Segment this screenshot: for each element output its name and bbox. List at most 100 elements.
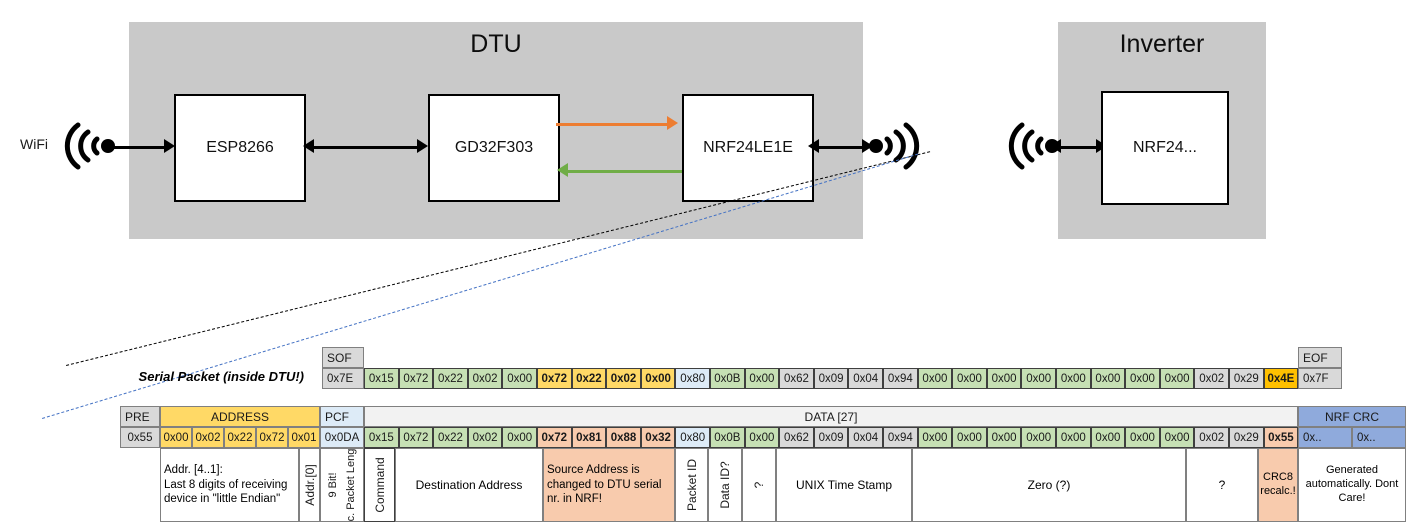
annotation-pcf-line2: Inc. Packet Length — [345, 448, 357, 522]
annotation-command-text: Command — [372, 457, 387, 513]
nrf-byte-21: 0x00 — [1090, 427, 1126, 448]
nrf-byte-9: 0x80 — [675, 427, 710, 448]
nrf-byte-22: 0x00 — [1125, 427, 1160, 448]
wifi-label: WiFi — [20, 136, 48, 152]
nrf-byte-7: 0x88 — [606, 427, 641, 448]
nrf-address-header: ADDRESS — [160, 406, 320, 427]
chip-gd32f303: GD32F303 — [428, 94, 560, 202]
annotation-addr0-text: Addr.[0] — [302, 464, 317, 506]
annotation-unix-timestamp: UNIX Time Stamp — [776, 448, 912, 522]
nrf-byte-5: 0x72 — [537, 427, 572, 448]
serial-packet-label: Serial Packet (inside DTU!) — [138, 369, 304, 384]
esp-gd32-arrow-right — [417, 139, 428, 153]
serial-byte-16: 0x00 — [917, 368, 953, 389]
serial-sof-header: SOF — [322, 347, 364, 368]
serial-byte-17: 0x00 — [952, 368, 987, 389]
serial-byte-25: 0x29 — [1229, 368, 1264, 389]
annotation-pcf-line1: 9 Bit! — [327, 472, 339, 498]
serial-byte-18: 0x00 — [986, 368, 1022, 389]
inverter-antenna-line — [1057, 146, 1101, 149]
nrf-antenna-arrow-left — [808, 139, 819, 153]
nrf-byte-6: 0x81 — [571, 427, 607, 448]
serial-byte-20: 0x00 — [1056, 368, 1091, 389]
chip-gd32f303-label: GD32F303 — [454, 139, 534, 156]
annotation-destination-address-text: Destination Address — [415, 477, 523, 492]
annotation-address-desc-text: Addr. [4..1]: Last 8 digits of receiving… — [164, 464, 288, 506]
nrf-address-value-3: 0x72 — [256, 427, 288, 448]
dtu-title: DTU — [470, 30, 522, 58]
annotation-source-address: Source Address is changed to DTU serial … — [543, 448, 675, 522]
chip-inverter-nrf24-label: NRF24... — [1132, 139, 1197, 156]
nrf-byte-3: 0x02 — [467, 427, 503, 448]
annotation-packet-id: Packet ID — [675, 448, 708, 522]
serial-byte-5: 0x72 — [537, 368, 572, 389]
annotation-crc8: CRC8 recalc.! — [1258, 448, 1298, 522]
nrf-byte-18: 0x00 — [986, 427, 1022, 448]
nrf-byte-11: 0x00 — [744, 427, 780, 448]
serial-byte-26: 0x4E — [1263, 368, 1299, 389]
inverter-antenna-arrow-left — [1050, 139, 1061, 153]
annotation-nrf-crc-note: Generated automatically. Dont Care! — [1298, 448, 1406, 522]
serial-eof-header: EOF — [1298, 347, 1342, 368]
nrf-to-antenna-line — [812, 146, 868, 149]
annotation-crc8-text: CRC8 recalc.! — [1260, 471, 1296, 497]
nrf-crc-header: NRF CRC — [1298, 406, 1406, 427]
nrf-crc-value-1: 0x.. — [1352, 427, 1406, 448]
chip-inverter-nrf24: NRF24... — [1101, 91, 1229, 205]
annotation-addr0: Addr.[0] — [299, 448, 320, 522]
annotation-command: Command — [364, 448, 395, 522]
nrf-byte-2: 0x22 — [433, 427, 468, 448]
inverter-title: Inverter — [1119, 30, 1205, 58]
nrf-antenna-arrow-right — [862, 139, 873, 153]
chip-nrf24le1e: NRF24LE1E — [682, 94, 814, 202]
nrf-byte-16: 0x00 — [917, 427, 953, 448]
esp-gd32-arrow-left — [303, 139, 314, 153]
annotation-unknown-1-text: ? — [752, 481, 766, 489]
nrf-to-gd32-line — [567, 170, 682, 173]
annotation-unknown-1: ? — [742, 448, 776, 522]
chip-esp8266-label: ESP8266 — [206, 139, 274, 156]
annotation-data-id: Data ID? — [708, 448, 742, 522]
annotation-source-address-text: Source Address is changed to DTU serial … — [547, 464, 662, 506]
dtu-radio-antenna-icon — [866, 115, 920, 182]
nrf-byte-14: 0x04 — [848, 427, 883, 448]
serial-byte-12: 0x62 — [779, 368, 814, 389]
nrf-byte-20: 0x00 — [1056, 427, 1091, 448]
serial-sof-value: 0x7E — [322, 368, 364, 389]
annotation-unknown-2: ? — [1186, 448, 1258, 522]
serial-byte-14: 0x04 — [848, 368, 883, 389]
annotation-zero-text: Zero (?) — [1027, 477, 1071, 492]
serial-byte-21: 0x00 — [1090, 368, 1126, 389]
annotation-nrf-crc-note-text: Generated automatically. Dont Care! — [1305, 464, 1399, 504]
annotation-destination-address: Destination Address — [395, 448, 543, 522]
nrf-byte-25: 0x29 — [1229, 427, 1264, 448]
serial-byte-24: 0x02 — [1194, 368, 1229, 389]
annotation-pcf: 9 Bit! Inc. Packet Length — [320, 448, 364, 522]
annotation-address-desc: Addr. [4..1]: Last 8 digits of receiving… — [160, 448, 299, 522]
serial-byte-23: 0x00 — [1159, 368, 1195, 389]
serial-eof-value: 0x7F — [1298, 368, 1342, 389]
annotation-zero: Zero (?) — [912, 448, 1186, 522]
annotation-unix-timestamp-text: UNIX Time Stamp — [795, 477, 893, 492]
nrf-byte-8: 0x32 — [640, 427, 676, 448]
nrf-address-value-4: 0x01 — [288, 427, 320, 448]
nrf-address-value-0: 0x00 — [160, 427, 192, 448]
nrf-byte-13: 0x09 — [813, 427, 849, 448]
serial-byte-4: 0x00 — [502, 368, 537, 389]
gd32-to-nrf-arrow — [667, 116, 678, 130]
serial-byte-9: 0x80 — [675, 368, 710, 389]
serial-byte-10: 0x0B — [710, 368, 745, 389]
serial-byte-19: 0x00 — [1021, 368, 1056, 389]
serial-byte-13: 0x09 — [813, 368, 849, 389]
wifi-antenna-icon — [64, 115, 118, 182]
chip-esp8266: ESP8266 — [174, 94, 306, 202]
nrf-crc-value-0: 0x.. — [1298, 427, 1352, 448]
serial-byte-15: 0x94 — [883, 368, 918, 389]
serial-byte-8: 0x00 — [640, 368, 676, 389]
serial-byte-3: 0x02 — [467, 368, 503, 389]
nrf-address-value-2: 0x22 — [224, 427, 256, 448]
wifi-to-esp-line — [113, 146, 166, 149]
serial-byte-11: 0x00 — [744, 368, 780, 389]
annotation-packet-id-text: Packet ID — [684, 458, 699, 512]
